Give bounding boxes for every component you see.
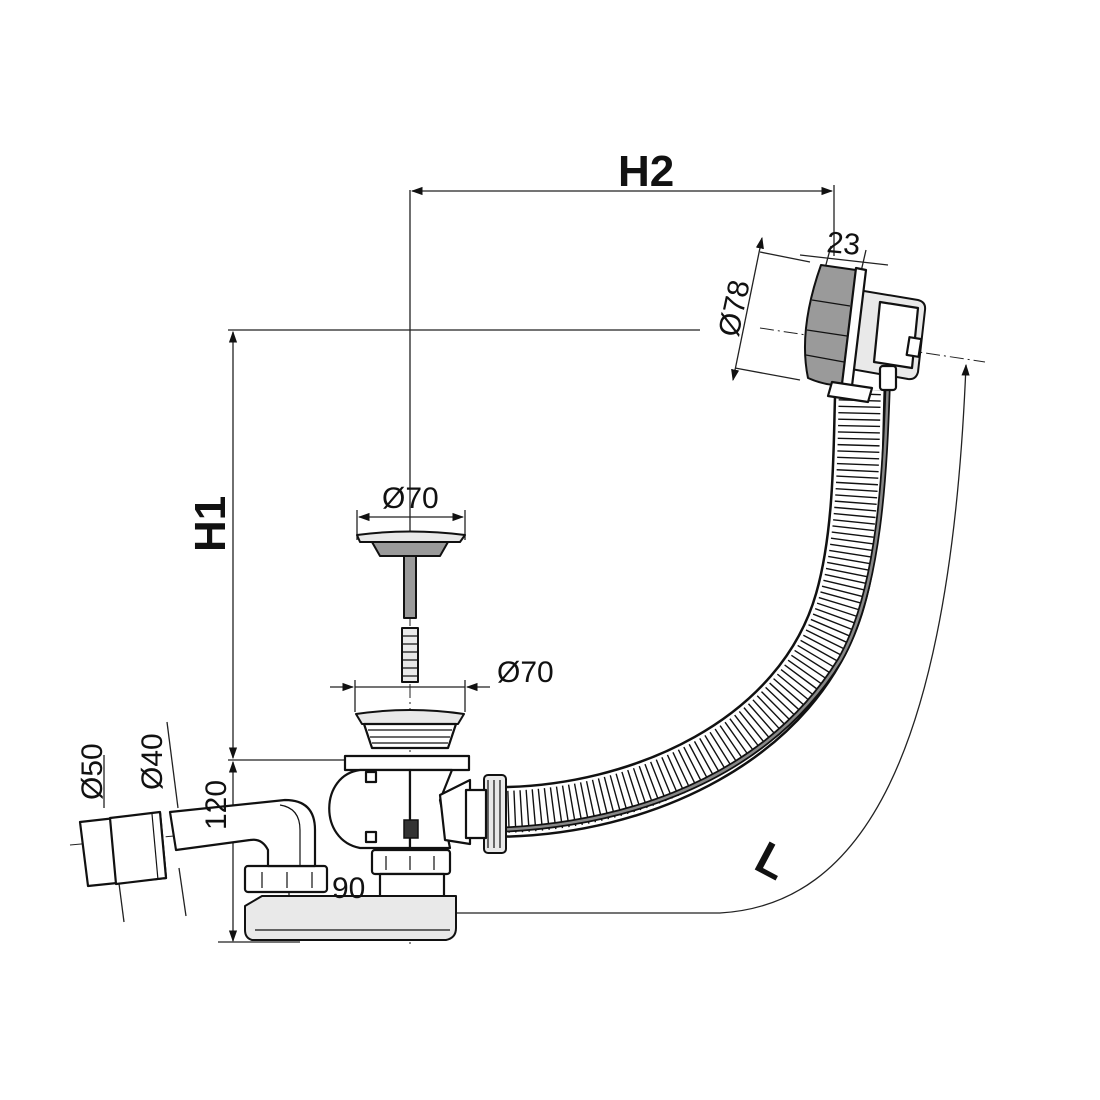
d23-label: 23: [825, 226, 861, 262]
outlet-elbow-line: [279, 804, 301, 866]
d90-label: 90: [332, 872, 365, 905]
plug-d70-label: Ø70: [382, 482, 439, 515]
d78-label: Ø78: [713, 277, 757, 339]
overflow-clip: [905, 336, 923, 358]
hose-connector: [464, 788, 488, 840]
d50-label: Ø50: [76, 743, 109, 800]
d40-leader-top: [166, 721, 179, 809]
overflow-axis: [759, 327, 986, 363]
overflow-head: [804, 264, 927, 404]
lower-nut-ribs: [385, 856, 435, 870]
plug-spindle: [403, 555, 417, 619]
drain-plug: [356, 530, 466, 683]
cable-clip: [878, 364, 898, 392]
outlet-sleeve-edge: [151, 813, 159, 881]
l-dimension-arc: [445, 363, 970, 914]
siphon-dome: [328, 768, 412, 850]
outlet-nut-ribs: [261, 872, 313, 888]
tub-washer: [343, 754, 471, 772]
d120-label: 120: [200, 780, 233, 830]
seat-flange: [355, 709, 465, 725]
plug-cap-underside: [371, 541, 449, 557]
d78-dimension-line: [731, 236, 764, 382]
overflow-inlet: [438, 778, 472, 846]
seat-body: [362, 722, 458, 750]
siphon-base: [244, 895, 457, 941]
bowden-cable-core: [420, 377, 890, 832]
lower-nut: [370, 848, 452, 876]
overflow-body-inner: [872, 300, 920, 370]
d78-extension-bottom: [734, 367, 801, 381]
drain-body: [78, 709, 507, 941]
dome-screw-bottom: [364, 830, 378, 844]
outlet-nut: [243, 864, 329, 894]
hose-nut-ribs: [487, 780, 501, 848]
seat-d70-label: Ø70: [497, 656, 554, 689]
l-label: L: [747, 831, 796, 890]
d40-leader-bottom: [178, 867, 187, 917]
hose-nut: [483, 774, 507, 854]
dome-screw-top: [364, 770, 378, 784]
labels: H2 H1 L Ø78 23 Ø70 Ø70 Ø50 Ø40 120 90: [76, 147, 862, 905]
outlet-sleeve-collar: [108, 810, 168, 886]
plug-spring-threads: [402, 635, 418, 677]
cable-end: [403, 819, 419, 839]
hose-body: [494, 389, 884, 836]
d78-extension-top: [759, 251, 811, 263]
h1-label: H1: [186, 496, 235, 552]
plug-cap: [356, 530, 466, 543]
outlet-elbow: [168, 798, 317, 868]
overflow-cap-lines: [805, 299, 851, 363]
hose-ribs: [494, 389, 881, 833]
h2-label: H2: [618, 147, 674, 196]
d40-label: Ø40: [136, 733, 169, 790]
d23-dimension-line: [799, 254, 889, 266]
flexible-hose: [420, 377, 891, 838]
overflow-hose-collar: [826, 380, 874, 404]
seat-rings: [368, 729, 452, 744]
